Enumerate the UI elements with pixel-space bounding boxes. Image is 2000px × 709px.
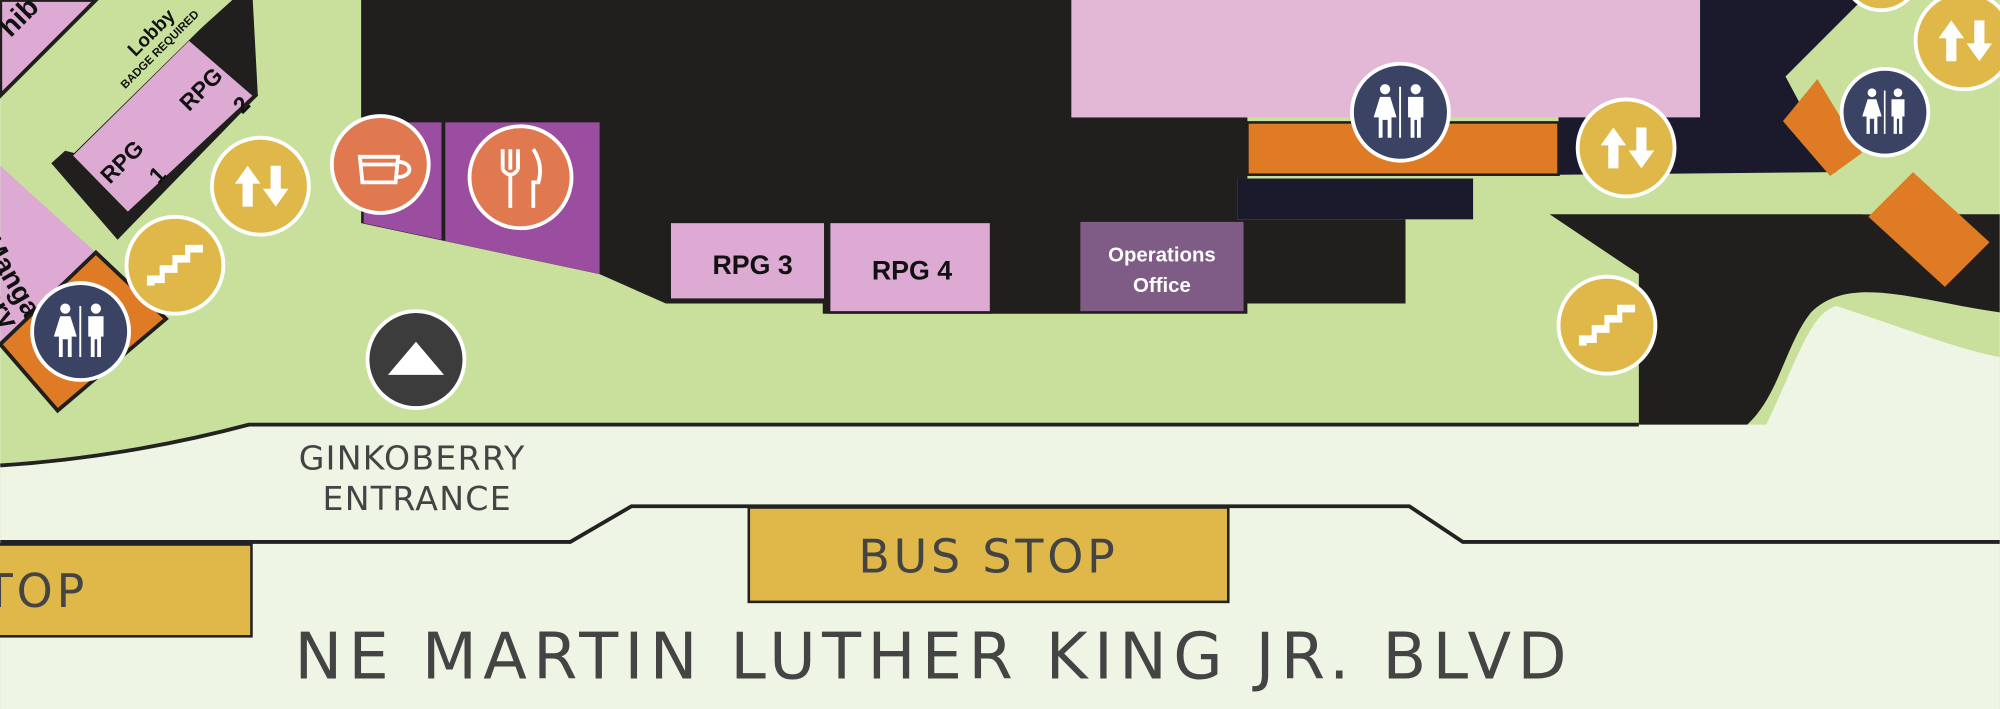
lobby bbox=[33, 0, 230, 154]
room-operations-office bbox=[1080, 221, 1244, 312]
restroom-icon[interactable] bbox=[1839, 66, 1931, 158]
building-right bbox=[1549, 214, 2000, 425]
walkway-edge bbox=[0, 422, 1639, 468]
entrance-label-1: GINKOBERRY bbox=[299, 438, 526, 477]
room-orange-right-2 bbox=[1868, 172, 1990, 287]
bus-stop-left[interactable] bbox=[0, 543, 253, 638]
room-rpg-3 bbox=[668, 220, 827, 301]
bus-stop-label: BUS STOP bbox=[858, 530, 1118, 584]
restroom-icon[interactable] bbox=[30, 281, 131, 382]
ops-label-1: Operations bbox=[1108, 244, 1216, 266]
restroom-icon[interactable] bbox=[1350, 61, 1451, 163]
elevator-icon[interactable] bbox=[1843, 0, 1920, 13]
bus-stop-left-label: STOP bbox=[0, 564, 88, 618]
stairs-icon[interactable] bbox=[1556, 274, 1658, 376]
room-rpg-4 bbox=[827, 220, 993, 314]
coffee-icon[interactable] bbox=[329, 114, 431, 215]
restaurant-icon[interactable] bbox=[467, 124, 574, 231]
room-rpg-4-label: RPG 4 bbox=[872, 255, 952, 285]
room-rpg-3-label: RPG 3 bbox=[712, 250, 792, 280]
ops-label-2: Office bbox=[1133, 275, 1191, 297]
elevator-icon[interactable] bbox=[210, 135, 311, 237]
room-manga-library bbox=[0, 165, 96, 345]
bus-stop[interactable] bbox=[747, 506, 1230, 604]
entrance-label-2: ENTRANCE bbox=[323, 479, 512, 518]
room-orange-right-1 bbox=[1782, 79, 1863, 176]
room-navy-bar bbox=[1237, 178, 1474, 220]
stairs-icon[interactable] bbox=[124, 214, 226, 316]
entrance-icon[interactable] bbox=[365, 309, 467, 410]
elevator-icon[interactable] bbox=[1913, 0, 2000, 92]
street-name: NE MARTIN LUTHER KING JR. BLVD bbox=[294, 620, 1572, 694]
elevator-icon[interactable] bbox=[1575, 97, 1677, 199]
